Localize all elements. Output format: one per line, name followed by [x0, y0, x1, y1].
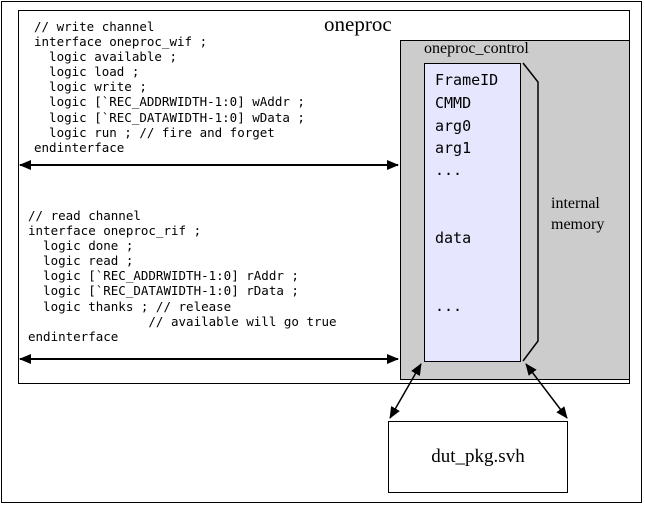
memory-field-ellipsis: ... [435, 161, 463, 179]
memory-field-data: data [435, 229, 472, 247]
pkg-link-left-arrow [389, 363, 422, 419]
internal-memory-box [424, 63, 521, 362]
internal-memory-label: internal memory [551, 193, 604, 235]
code-line: interface oneproc_wif ; [34, 34, 208, 50]
code-line: endinterface [34, 139, 125, 155]
code-line: logic thanks ; // release [28, 298, 232, 314]
oneproc-title: oneproc [324, 12, 392, 36]
internal-label-line: memory [551, 216, 605, 233]
memory-field-cmmd: CMMD [435, 94, 472, 112]
code-line: // write channel [34, 19, 155, 34]
dut-pkg-box [388, 421, 568, 493]
code-line: logic run ; // fire and forget [34, 124, 275, 140]
pkg-link-right-arrow [525, 363, 568, 419]
code-line: logic read ; [28, 253, 134, 269]
code-line: logic [`REC_DATAWIDTH-1:0] rData ; [28, 283, 299, 299]
code-line: logic write ; [34, 79, 147, 95]
code-line: logic available ; [34, 49, 177, 65]
code-line: logic [`REC_ADDRWIDTH-1:0] rAddr ; [28, 268, 299, 284]
oneproc-control-label: oneproc_control [424, 40, 529, 57]
code-line: logic [`REC_DATAWIDTH-1:0] wData ; [34, 109, 305, 125]
code-line: // available will go true [28, 313, 337, 329]
internal-label-line: internal [551, 195, 600, 212]
code-line: // read channel [28, 208, 141, 223]
memory-field-arg0: arg0 [435, 117, 472, 135]
dut-pkg-label: dut_pkg.svh [431, 446, 525, 467]
memory-bracket [522, 62, 539, 362]
code-line: logic load ; [34, 64, 140, 80]
code-line: logic [`REC_ADDRWIDTH-1:0] wAddr ; [34, 94, 305, 110]
code-line: logic done ; [28, 238, 134, 254]
memory-field-ellipsis: ... [435, 297, 463, 315]
memory-field-frameid: FrameID [435, 71, 499, 89]
code-line: interface oneproc_rif ; [28, 223, 202, 239]
memory-field-arg1: arg1 [435, 139, 472, 157]
code-line: endinterface [28, 328, 119, 344]
